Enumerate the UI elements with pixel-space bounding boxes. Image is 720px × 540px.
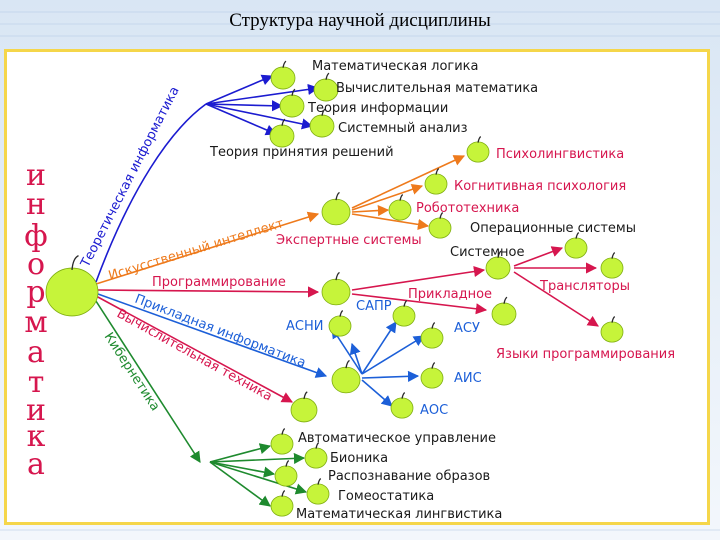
ai-item: Экспертные системы <box>276 233 422 248</box>
apple-node-icon <box>466 136 490 163</box>
apple-node-icon <box>564 232 588 259</box>
computing-edges <box>95 295 293 403</box>
apple-node-icon <box>274 460 298 487</box>
programming-edges <box>97 246 599 327</box>
apple-node-icon <box>270 60 296 90</box>
apple-node-icon <box>420 322 444 349</box>
root-letter: а <box>27 447 45 482</box>
apple-node-icon <box>485 250 511 280</box>
ai-edges <box>95 155 466 285</box>
apple-node-icon <box>313 72 339 102</box>
cybernetics-item: Математическая лингвистика <box>296 507 502 522</box>
apple-node-icon <box>306 478 330 505</box>
apple-node-icon <box>290 391 318 423</box>
apple-node-icon <box>270 428 294 455</box>
root-letter: и <box>26 158 46 193</box>
apple-node-icon <box>600 316 624 343</box>
apple-node-icon <box>45 255 99 317</box>
apple-node-icon <box>428 212 452 239</box>
root-letter: м <box>24 305 47 340</box>
theory-item: Теория принятия решений <box>209 145 394 160</box>
ai-item: Когнитивная психология <box>454 179 626 194</box>
cybernetics-item: Распознавание образов <box>328 469 490 484</box>
ai-item: Психолингвистика <box>496 147 624 162</box>
root-letter: о <box>27 247 45 282</box>
slide-title: Структура научной дисциплины <box>229 10 491 31</box>
diagram-frame <box>4 49 710 525</box>
apple-node-icon <box>390 392 414 419</box>
cybernetics-item: Бионика <box>330 451 388 466</box>
theory-item: Системный анализ <box>338 121 468 136</box>
programming-item: Операционные системы <box>470 221 636 236</box>
apple-node-icon <box>321 271 351 306</box>
root-letter: н <box>26 187 46 222</box>
apple-node-icon <box>388 194 412 221</box>
root-letter: к <box>27 419 46 454</box>
applied-item: АСУ <box>454 321 480 336</box>
theory-edges <box>95 74 320 283</box>
applied-item: САПР <box>356 299 392 314</box>
root-letter: р <box>26 275 45 310</box>
apple-node-icon <box>424 168 448 195</box>
root-letter: ф <box>24 219 47 254</box>
theory-item: Математическая логика <box>312 59 479 74</box>
applied-item: АОС <box>420 403 448 418</box>
apple-node-icon <box>600 252 624 279</box>
programming-item: Языки программирования <box>496 347 675 362</box>
branch-label-theory: Теоретическая информатика <box>78 84 183 270</box>
apple-node-icon <box>420 362 444 389</box>
apple-node-icon <box>304 442 328 469</box>
apple-node-icon <box>491 296 517 326</box>
apple-node-icon <box>321 191 351 226</box>
apple-node-icon <box>270 490 294 517</box>
apple-node-icon <box>331 359 361 394</box>
branch-label-programming: Программирование <box>152 275 286 290</box>
root-letter: и <box>26 393 46 428</box>
branch-label-ai: Искусственный интеллект <box>107 216 286 284</box>
apple-node-icon <box>279 88 305 118</box>
cybernetics-item: Автоматическое управление <box>298 431 496 446</box>
apple-node-icon <box>269 118 295 148</box>
applied-item: АИС <box>454 371 482 386</box>
root-letter: т <box>28 365 45 400</box>
programming-item: Системное <box>450 245 525 260</box>
theory-item: Теория информации <box>307 101 448 116</box>
theory-item: Вычислительная математика <box>336 81 538 96</box>
apple-node-icon <box>309 108 335 138</box>
programming-item: Трансляторы <box>539 279 630 294</box>
apple-node-icon <box>392 300 416 327</box>
cybernetics-edges <box>93 297 308 507</box>
apple-node-icon <box>328 310 352 337</box>
root-letter: а <box>27 335 45 370</box>
ai-item: Робототехника <box>416 201 519 216</box>
branch-label-cybernetics: Кибернетика <box>101 330 163 414</box>
programming-item: Прикладное <box>408 287 492 302</box>
applied-item: АСНИ <box>286 319 323 334</box>
cybernetics-item: Гомеостатика <box>338 489 434 504</box>
